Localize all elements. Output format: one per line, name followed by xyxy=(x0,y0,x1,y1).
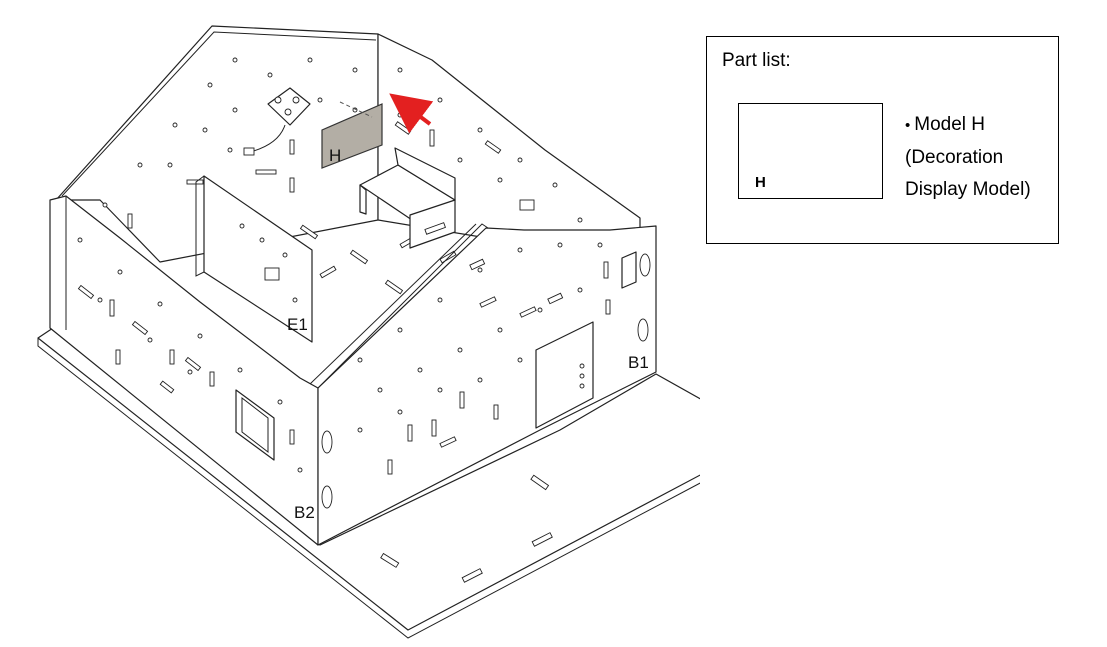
part-description: •Model H (Decoration Display Model) xyxy=(905,109,1031,206)
side-window xyxy=(621,251,637,289)
panel-label-e1: E1 xyxy=(287,315,308,334)
bullet-glyph: • xyxy=(905,117,911,134)
door xyxy=(535,321,594,429)
side-wall-b1: B1 xyxy=(309,223,657,546)
part-name-line-1: Model H xyxy=(914,114,986,135)
window-opening xyxy=(235,389,275,461)
part-list-title: Part list: xyxy=(722,50,791,71)
part-list-box: Part list: H •Model H (Decoration Displa… xyxy=(706,36,1059,244)
part-name-line-3: Display Model) xyxy=(905,179,1031,200)
inner-wall-e1: E1 xyxy=(195,175,313,343)
install-direction-arrow xyxy=(389,93,434,134)
part-thumbnail-h: H xyxy=(738,103,883,199)
furniture-bench xyxy=(359,147,456,249)
part-name-line-2: (Decoration xyxy=(905,147,1004,168)
model-h-label: H xyxy=(329,146,341,165)
floor-area xyxy=(299,224,457,295)
sensor-module xyxy=(243,87,311,156)
display-model-h: H xyxy=(321,93,434,169)
panel-label-b2: B2 xyxy=(294,503,315,522)
front-wall-b2: B2 xyxy=(49,195,319,546)
panel-label-b1: B1 xyxy=(628,353,649,372)
part-thumbnail-label: H xyxy=(755,174,766,191)
house-assembly-diagram: H E1 xyxy=(37,25,700,639)
